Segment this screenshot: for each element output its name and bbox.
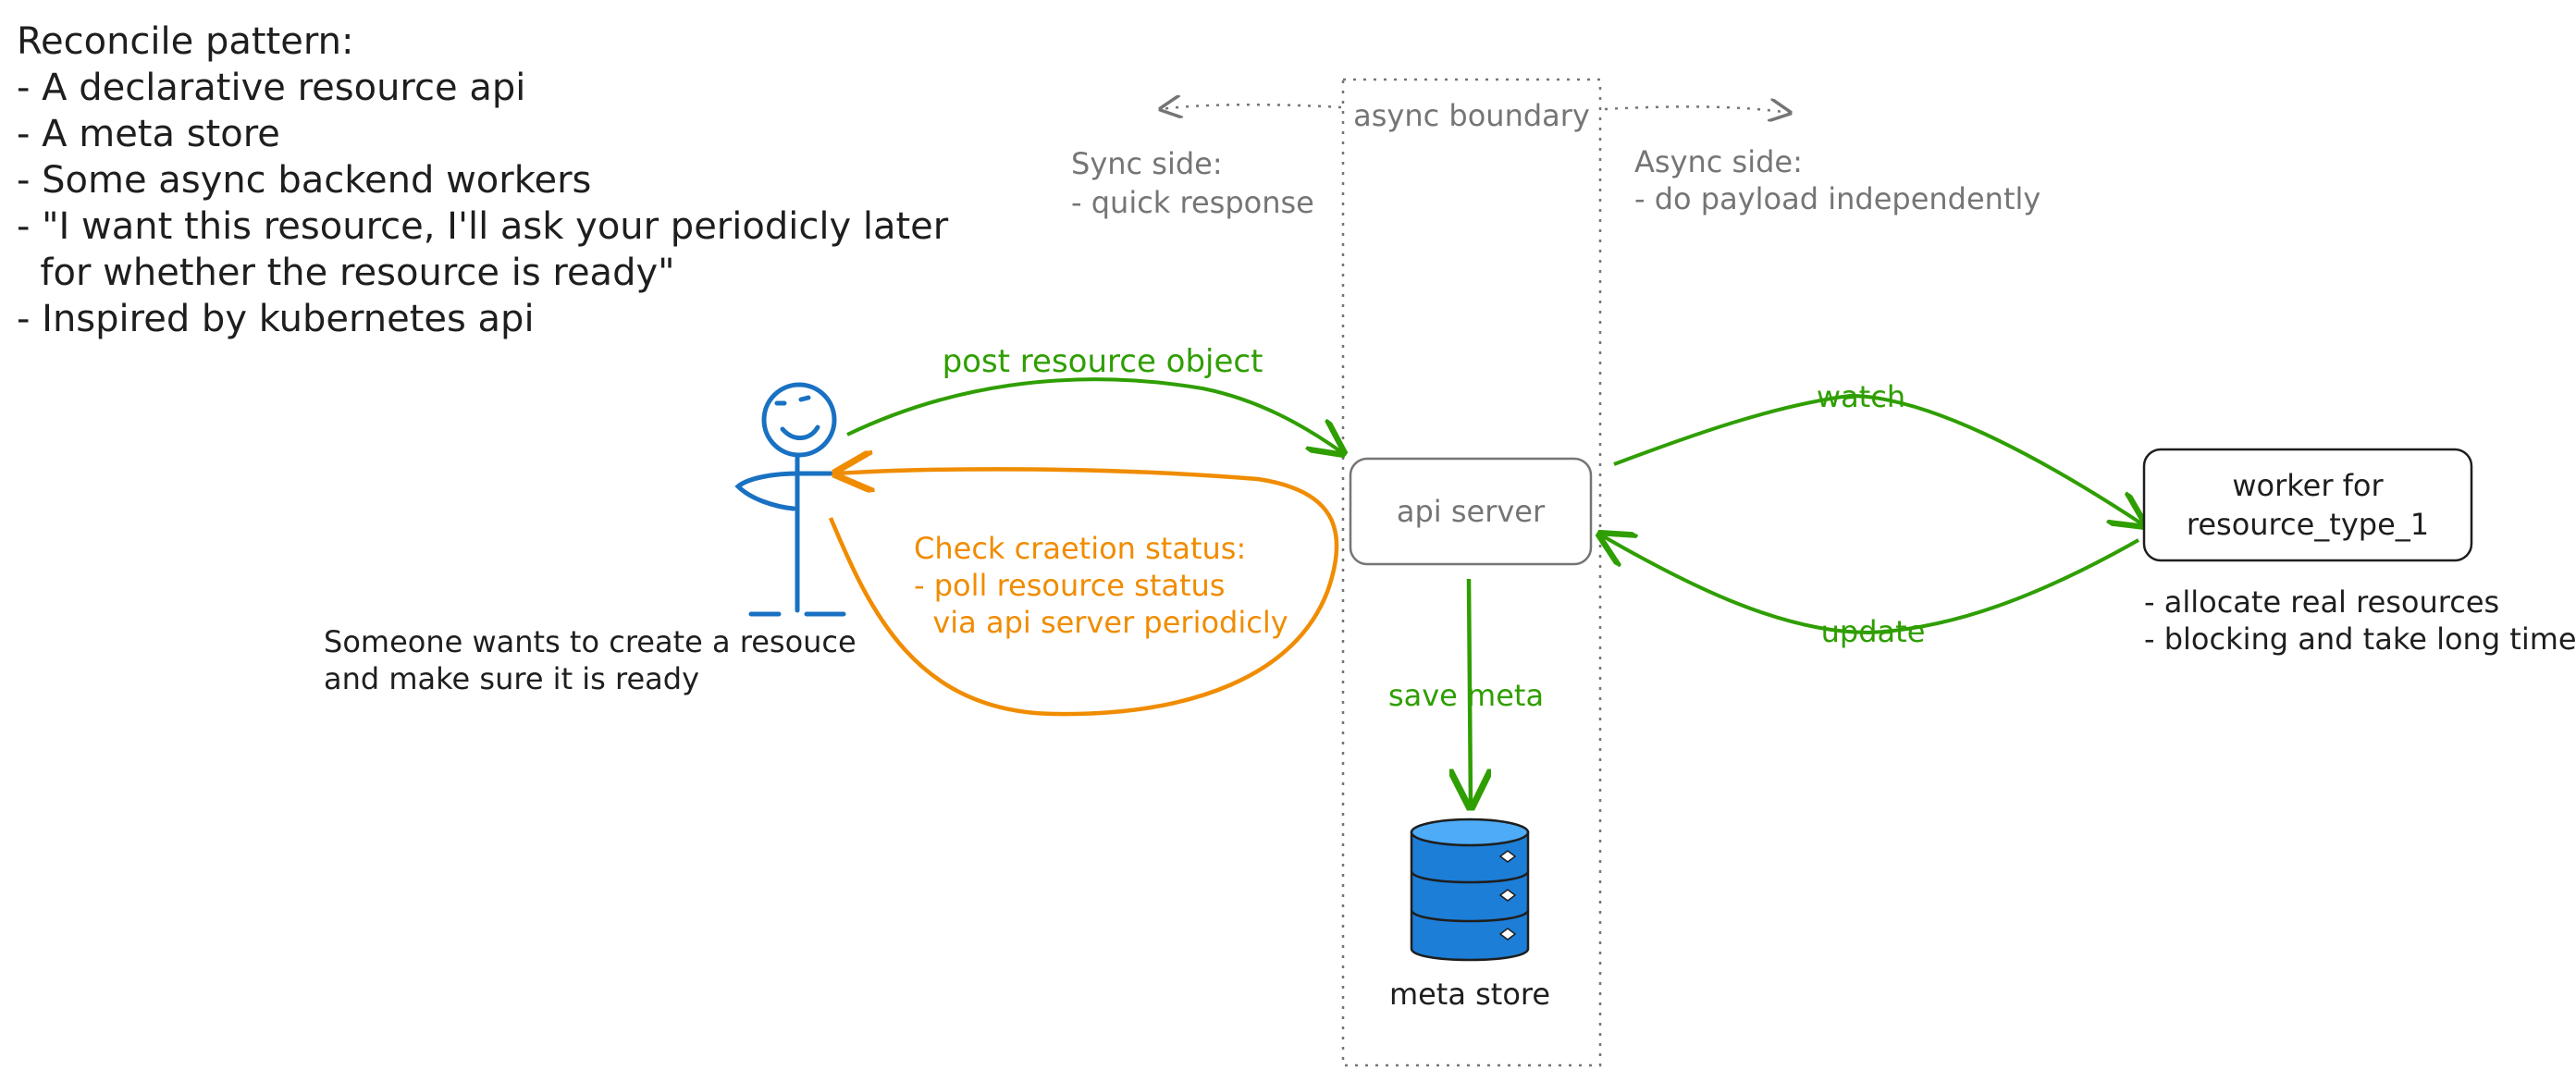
async-direction-arrow bbox=[1604, 106, 1790, 113]
intro-bullet: - A meta store bbox=[17, 113, 280, 155]
sync-side-note: - quick response bbox=[1071, 185, 1314, 220]
meta-store-label: meta store bbox=[1389, 977, 1550, 1012]
poll-label-line: - poll resource status bbox=[914, 568, 1225, 603]
post-arrow bbox=[846, 377, 1343, 453]
worker-note: - allocate real resources bbox=[2144, 584, 2499, 620]
poll-label-line: Check craetion status: bbox=[914, 531, 1246, 566]
user-caption-line: and make sure it is ready bbox=[324, 661, 699, 696]
database-icon bbox=[1410, 818, 1530, 962]
intro-title: Reconcile pattern: bbox=[17, 20, 353, 63]
api-server-label: api server bbox=[1397, 494, 1546, 529]
intro-bullet: for whether the resource is ready" bbox=[17, 252, 675, 294]
worker-label-line: resource_type_1 bbox=[2187, 507, 2429, 542]
worker-box[interactable] bbox=[2142, 448, 2473, 562]
api-server-node[interactable]: api server bbox=[1349, 457, 1593, 566]
user-caption-line: Someone wants to create a resouce bbox=[324, 624, 857, 659]
async-side-note: - do payload independently bbox=[1634, 181, 2040, 216]
sync-side-title: Sync side: bbox=[1071, 146, 1223, 181]
save-meta-label: save meta bbox=[1388, 678, 1544, 713]
update-arrow bbox=[1600, 535, 2139, 635]
update-label: update bbox=[1821, 614, 1926, 649]
api-server-box[interactable] bbox=[1349, 457, 1593, 566]
watch-label: watch bbox=[1817, 379, 1905, 414]
user-figure bbox=[734, 382, 846, 617]
intro-bullet: - A declarative resource api bbox=[17, 67, 525, 109]
intro-notes: Reconcile pattern: - A declarative resou… bbox=[17, 20, 949, 340]
intro-bullet: - Inspired by kubernetes api bbox=[17, 298, 535, 340]
worker-node[interactable]: worker for resource_type_1 bbox=[2142, 448, 2473, 562]
poll-loop-arrow bbox=[828, 469, 1339, 717]
save-meta-arrow bbox=[1469, 578, 1471, 806]
user-eyes-icon bbox=[774, 395, 811, 406]
watch-arrow bbox=[1613, 393, 2144, 525]
user-left-arm bbox=[734, 471, 800, 511]
user-head bbox=[761, 382, 837, 458]
poll-label-line: via api server periodicly bbox=[914, 605, 1288, 640]
worker-note: - blocking and take long time bbox=[2144, 621, 2576, 657]
user-smile-icon bbox=[780, 424, 820, 440]
async-side-title: Async side: bbox=[1634, 144, 1803, 179]
worker-label-line: worker for bbox=[2232, 468, 2384, 503]
post-arrow-label: post resource object bbox=[943, 343, 1263, 380]
async-boundary-label: async boundary bbox=[1353, 98, 1590, 133]
intro-bullet: - "I want this resource, I'll ask your p… bbox=[17, 205, 949, 248]
sync-direction-arrow bbox=[1161, 105, 1342, 109]
intro-bullet: - Some async backend workers bbox=[17, 159, 591, 202]
